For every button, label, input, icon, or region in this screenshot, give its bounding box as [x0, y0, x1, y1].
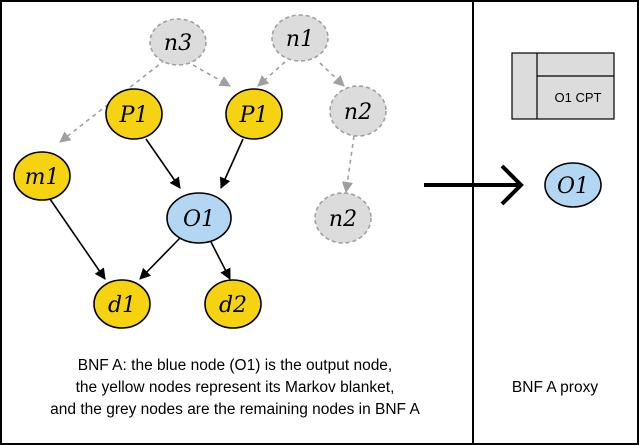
node-m1-label: m1 [25, 165, 60, 190]
edge-n1-n2 [319, 62, 345, 87]
caption-line-1: BNF A: the blue node (O1) is the output … [78, 357, 393, 374]
node-n2-bottom: n2 [314, 192, 372, 244]
transform-arrow [424, 164, 524, 206]
caption-line-3: and the grey nodes are the remaining nod… [50, 401, 420, 418]
node-d1: d1 [93, 279, 151, 329]
proxy-node-o1-label: O1 [557, 174, 589, 199]
proxy-node-o1: O1 [544, 162, 602, 208]
edge-n1-p1-right [257, 61, 286, 87]
node-n2-top-label: n2 [344, 100, 372, 125]
node-d1-label: d1 [108, 293, 136, 318]
node-n1-label: n1 [286, 27, 314, 52]
caption-line-2: the yellow nodes represent its Markov bl… [76, 379, 395, 396]
node-m1: m1 [13, 151, 71, 201]
node-d2: d2 [204, 279, 262, 329]
node-n2-top: n2 [329, 85, 387, 137]
edge-p1-left-o1 [145, 138, 181, 189]
node-p1-right: P1 [225, 88, 283, 140]
node-p1-right-label: P1 [239, 103, 269, 128]
cpt-label: O1 CPT [555, 90, 602, 105]
node-n3-label: n3 [164, 31, 192, 56]
node-o1-label: O1 [183, 207, 215, 232]
edge-m1-d1 [49, 198, 106, 280]
caption-panel-a: BNF A: the blue node (O1) is the output … [50, 357, 420, 418]
node-n3: n3 [149, 18, 207, 66]
edge-o1-d1 [139, 237, 181, 280]
node-n2-bottom-label: n2 [329, 207, 357, 232]
node-n1: n1 [271, 14, 329, 62]
edge-o1-d2 [210, 241, 231, 280]
node-p1-left-label: P1 [119, 103, 149, 128]
edge-p1-right-o1 [220, 138, 244, 190]
node-o1: O1 [166, 192, 232, 244]
edge-n3-p1-right [192, 64, 231, 87]
node-p1-left: P1 [105, 88, 163, 140]
edge-n2-n2 [341, 135, 355, 194]
cpt-table: O1 CPT [511, 52, 615, 120]
node-d2-label: d2 [219, 293, 247, 318]
caption-panel-b: BNF A proxy [512, 379, 598, 396]
